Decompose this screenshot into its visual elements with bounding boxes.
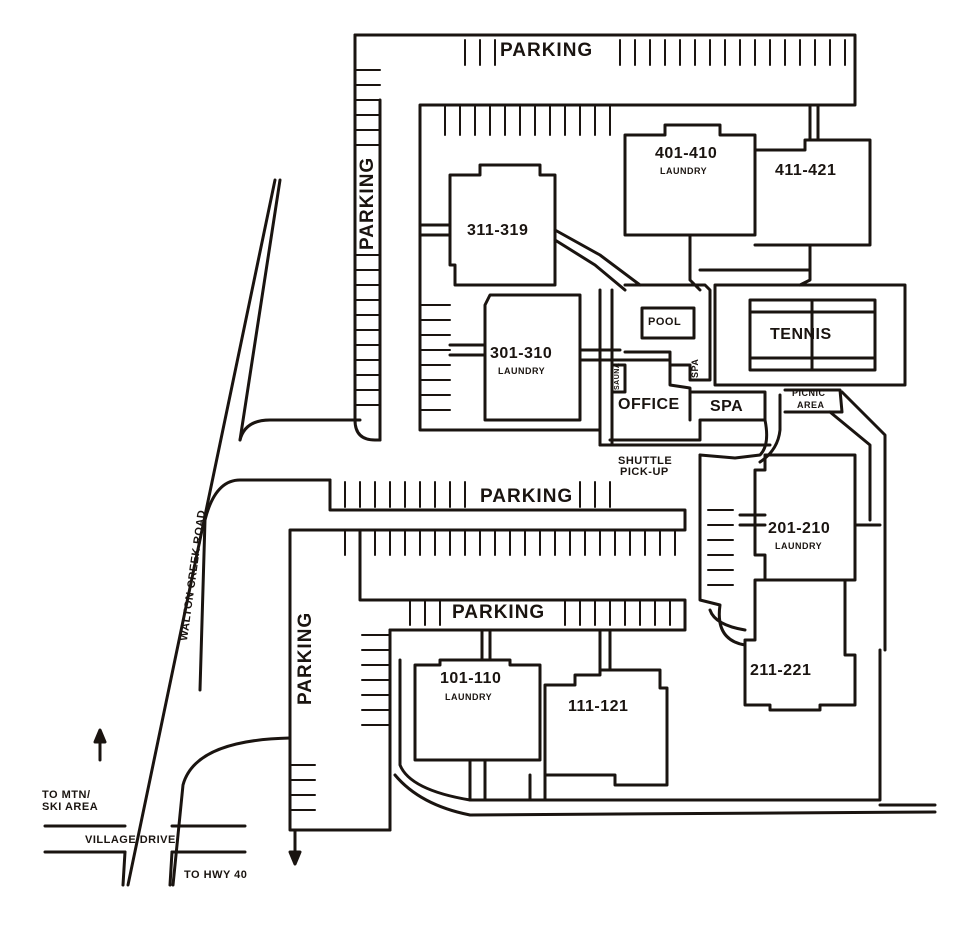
walton-road-east-edge-lower: [171, 736, 292, 887]
building-101-110-label: 101-110: [440, 670, 502, 687]
building-301-310-label: 301-310: [490, 345, 553, 362]
building-101-110-laundry: LAUNDRY: [445, 692, 493, 702]
picnic-area-label-2: AREA: [797, 400, 825, 410]
building-401-410-label: 401-410: [655, 145, 718, 162]
building-201-210-laundry: LAUNDRY: [775, 541, 823, 551]
building-311-319-label: 311-319: [467, 222, 529, 239]
shuttle-pickup-label-1: SHUTTLE: [618, 455, 673, 467]
to-hwy-label: TO HWY 40: [184, 869, 248, 881]
building-111-121-label: 111-121: [568, 698, 629, 715]
walton-road-east-edge-mid: [198, 478, 332, 692]
spa-label: SPA: [710, 398, 744, 415]
office-label: OFFICE: [618, 396, 680, 413]
building-301-310-laundry: LAUNDRY: [498, 366, 546, 376]
building-411-421-label: 411-421: [775, 162, 837, 179]
parking-label-left-upper: PARKING: [357, 156, 378, 250]
building-211-221-label: 211-221: [750, 662, 812, 679]
to-mtn-label-1: TO MTN/: [42, 789, 91, 801]
picnic-area-label-1: PICNIC: [792, 388, 826, 398]
village-drive-label: VILLAGE DRIVE: [85, 834, 176, 846]
parking-label-top: PARKING: [500, 40, 594, 61]
walton-road-east-edge-upper: [238, 418, 362, 442]
parking-label-left-lower: PARKING: [295, 611, 316, 705]
sauna-label: SAUNA: [614, 362, 621, 390]
building-201-210-label: 201-210: [768, 520, 831, 537]
spa-small-label: SPA: [690, 358, 700, 378]
tennis-label: TENNIS: [770, 326, 832, 343]
pool-label: POOL: [648, 316, 682, 328]
parking-label-lower: PARKING: [452, 602, 546, 623]
to-mtn-label-2: SKI AREA: [42, 801, 99, 813]
walton-road-west-edge: [126, 178, 277, 887]
building-401-410-laundry: LAUNDRY: [660, 166, 708, 176]
shuttle-pickup-label-2: PICK-UP: [620, 466, 669, 478]
parking-label-middle: PARKING: [480, 486, 574, 507]
